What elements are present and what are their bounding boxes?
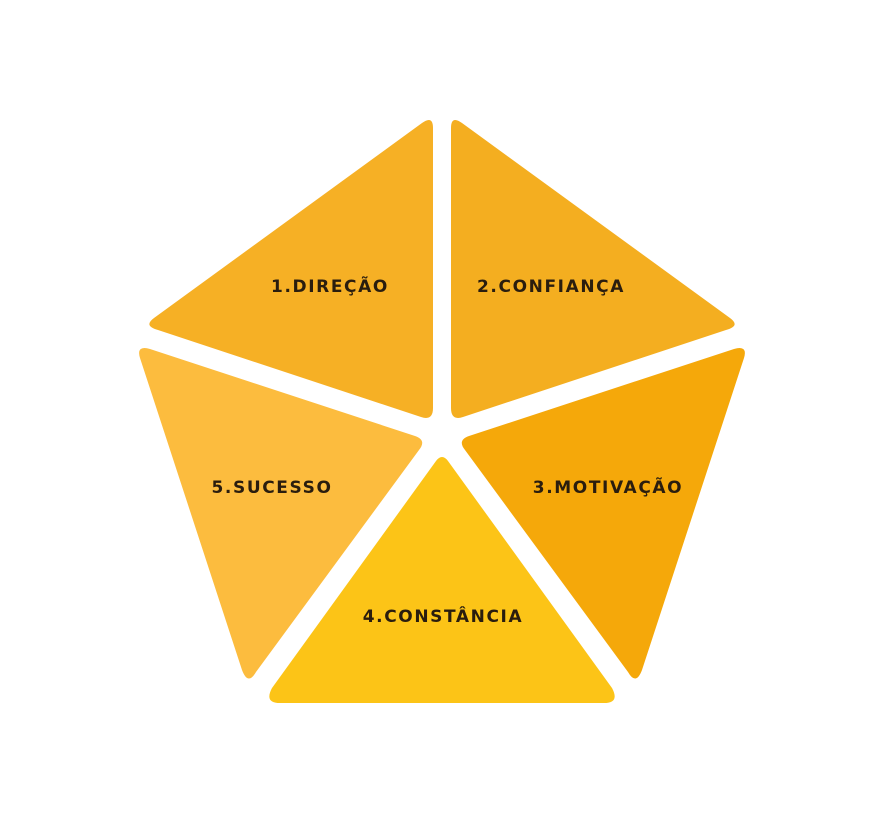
segment-shape-sucesso <box>139 348 423 679</box>
segment-shape-confianca <box>451 119 735 418</box>
segment-label-direcao: 1.DIREÇÃO <box>271 274 389 297</box>
segment-shape-motivacao <box>461 348 745 679</box>
segment-shape-constancia <box>269 457 615 703</box>
segment-shape-direcao <box>149 119 433 418</box>
segment-sucesso: 5.SUCESSO <box>139 348 423 679</box>
segment-label-sucesso: 5.SUCESSO <box>212 478 333 498</box>
segment-constancia: 4.CONSTÂNCIA <box>269 457 615 703</box>
segment-label-confianca: 2.CONFIANÇA <box>477 277 625 297</box>
segment-motivacao: 3.MOTIVAÇÃO <box>461 348 745 679</box>
segment-confianca: 2.CONFIANÇA <box>451 119 735 418</box>
segment-direcao: 1.DIREÇÃO <box>149 119 433 418</box>
segment-label-constancia: 4.CONSTÂNCIA <box>363 605 524 627</box>
segment-label-motivacao: 3.MOTIVAÇÃO <box>533 475 683 498</box>
